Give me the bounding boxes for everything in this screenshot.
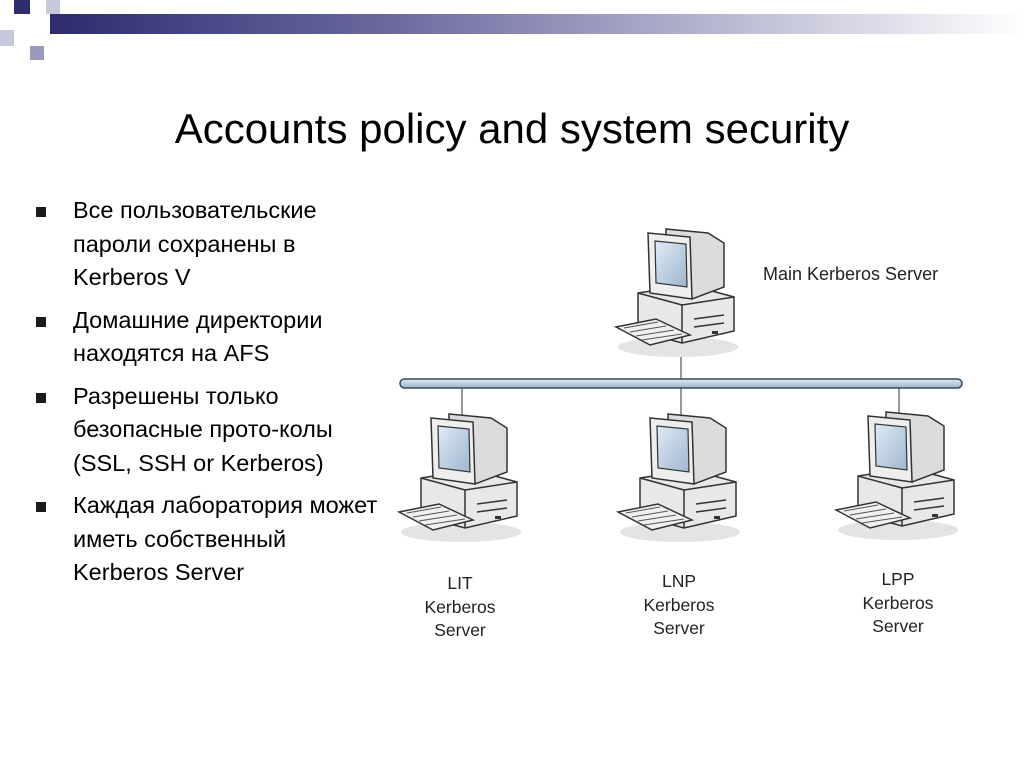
square-bullet-icon — [36, 316, 46, 327]
server-label-line: LNP — [661, 571, 697, 591]
lit-server-computer-icon — [398, 413, 522, 543]
header-square — [14, 0, 30, 14]
square-bullet-icon — [36, 207, 46, 217]
lpp-server-computer-icon — [835, 411, 959, 541]
slide-title: Accounts policy and system security — [174, 105, 850, 152]
lpp-server-label: LPP Kerberos Server — [848, 568, 948, 639]
header-square — [0, 30, 14, 46]
server-label-line: Server — [434, 620, 486, 640]
header-square — [32, 14, 46, 34]
square-bullet-icon — [36, 392, 46, 403]
header-square — [30, 46, 44, 60]
lit-server-label: LIT Kerberos Server — [410, 572, 510, 643]
bullet-text: Разрешены только безопасные прото-колы (… — [73, 382, 333, 476]
lnp-server-computer-icon — [617, 413, 741, 543]
network-diagram — [398, 228, 963, 543]
server-label-line: Server — [872, 616, 924, 636]
server-label-line: Server — [653, 618, 705, 638]
network-bus — [399, 378, 963, 389]
bullet-text: Каждая лаборатория может иметь собственн… — [73, 492, 378, 585]
bullet-text: Все пользовательские пароли сохранены в … — [73, 197, 317, 290]
server-label-line: Kerberos — [424, 596, 496, 617]
main-server-label: Main Kerberos Server — [763, 264, 939, 284]
bullet-list: Все пользовательские пароли сохранены в … — [36, 194, 386, 599]
main-server-computer-icon — [615, 228, 739, 358]
server-label-line: Kerberos — [862, 592, 934, 613]
square-bullet-icon — [36, 502, 46, 512]
bullet-item: Каждая лаборатория может иметь собственн… — [36, 489, 386, 590]
bullet-text: Домашние директории находятся на AFS — [73, 306, 323, 367]
server-label-line: Kerberos — [643, 594, 715, 615]
header-decoration — [0, 0, 1024, 60]
bullet-item: Домашние директории находятся на AFS — [36, 304, 386, 371]
server-label-line: LIT — [447, 573, 473, 593]
bullet-item: Разрешены только безопасные прото-колы (… — [36, 380, 386, 481]
header-square — [46, 0, 60, 14]
server-label-line: LPP — [881, 569, 915, 589]
bullet-item: Все пользовательские пароли сохранены в … — [36, 194, 386, 295]
lnp-server-label: LNP Kerberos Server — [629, 570, 729, 641]
